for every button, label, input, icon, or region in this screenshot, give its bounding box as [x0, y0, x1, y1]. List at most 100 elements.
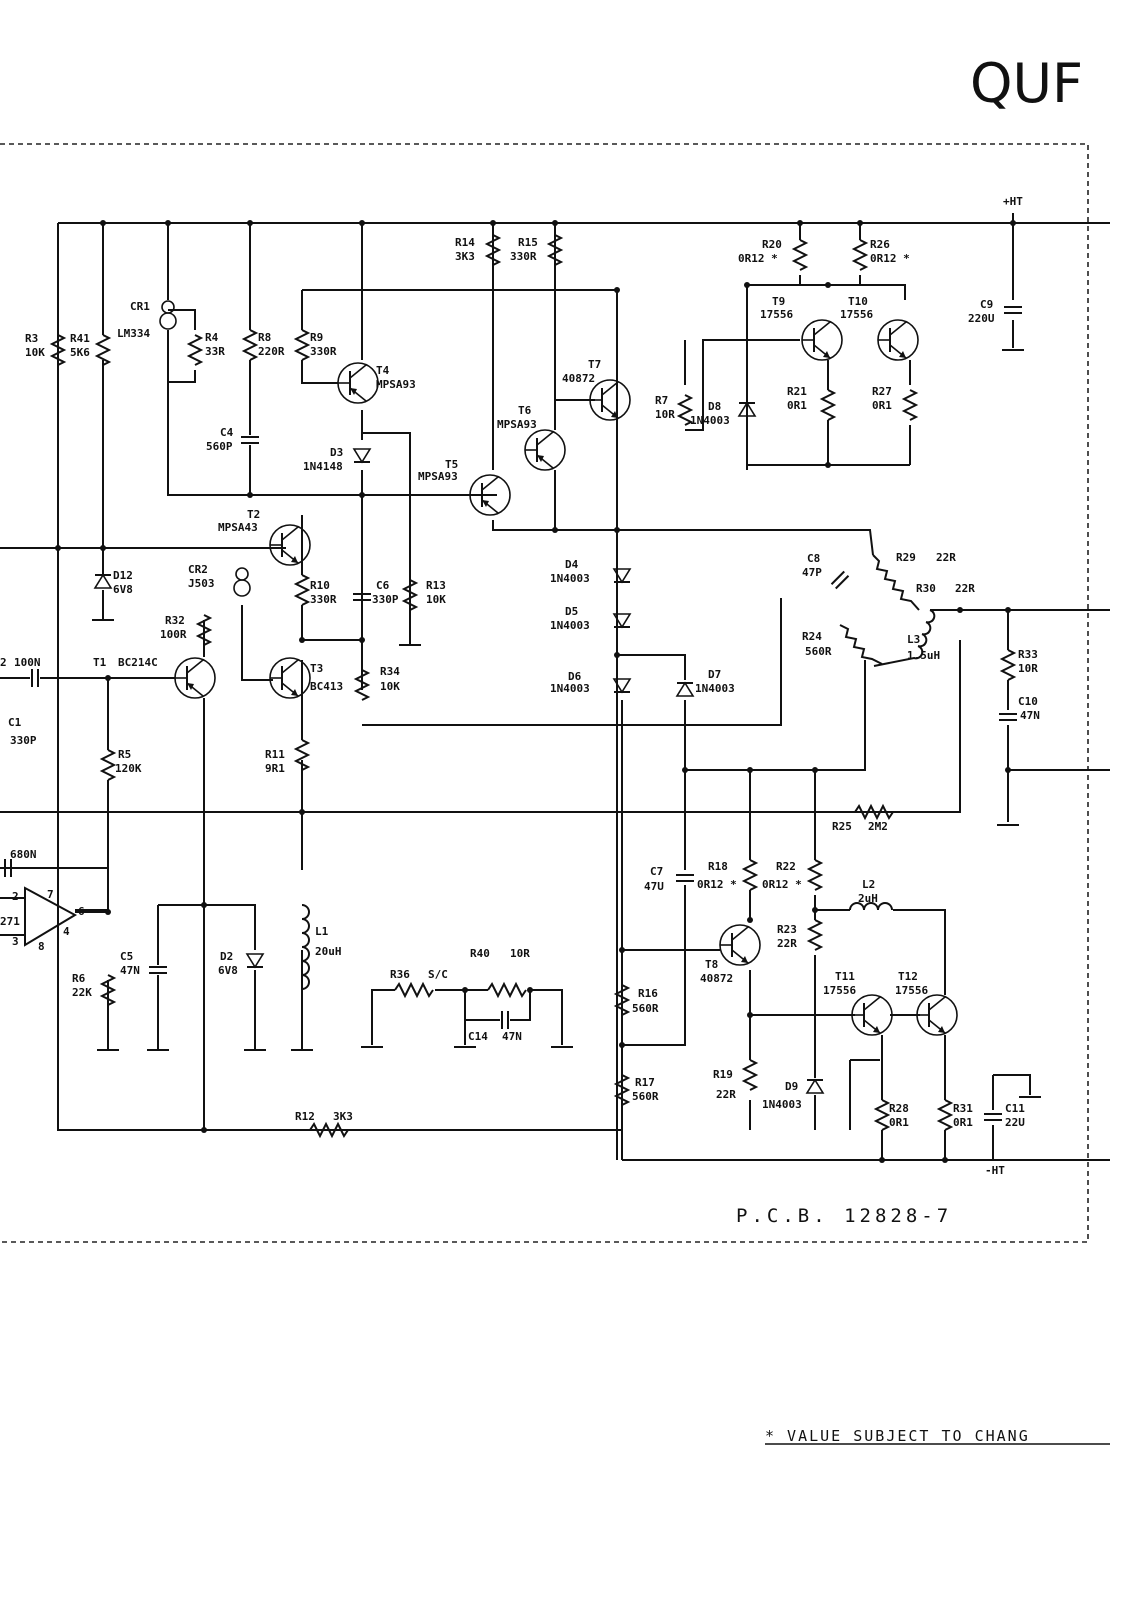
label-c2-ref: 2 [0, 656, 7, 669]
label-c14-value: 47N [502, 1030, 522, 1043]
brand-logo-text: QUF [970, 52, 1083, 115]
label-opamp-pin-6: 6 [78, 905, 85, 918]
label-c10-ref: C10 [1018, 695, 1038, 708]
label-r31-value: 0R1 [953, 1116, 973, 1129]
label-d9-value: 1N4003 [762, 1098, 802, 1111]
driver-output-wiring [492, 223, 1110, 1160]
label-opamp-part: 271 [0, 915, 20, 928]
label-l3-ref: L3 [907, 633, 920, 646]
label-r14-value: 3K3 [455, 250, 475, 263]
label-r15-ref: R15 [518, 236, 538, 249]
label-r17-value: 560R [632, 1090, 659, 1103]
label-r8-value: 220R [258, 345, 285, 358]
label-c9-value: 220U [968, 312, 995, 325]
label-t2-value: MPSA43 [218, 521, 258, 534]
label-r33-ref: R33 [1018, 648, 1038, 661]
label-d5-value: 1N4003 [550, 619, 590, 632]
label-r23-value: 22R [777, 937, 797, 950]
label-c4-value: 560P [206, 440, 233, 453]
label-r22-value: 0R12 * [762, 878, 802, 891]
label-cr2-ref: CR2 [188, 563, 208, 576]
label-d4-ref: D4 [565, 558, 579, 571]
label-r16-ref: R16 [638, 987, 658, 1000]
label-r7-value: 10R [655, 408, 675, 421]
label-t3-value: BC413 [310, 680, 343, 693]
label-t7-ref: T7 [588, 358, 601, 371]
board-outline [0, 143, 1089, 1243]
label-cr2-value: J503 [188, 577, 215, 590]
label-r9-value: 330R [310, 345, 337, 358]
label-r10-ref: R10 [310, 579, 330, 592]
label-c9-ref: C9 [980, 298, 993, 311]
label-t8-value: 40872 [700, 972, 733, 985]
label-r30-value: 22R [955, 582, 975, 595]
label-r5-ref: R5 [118, 748, 131, 761]
label-r28-value: 0R1 [889, 1116, 909, 1129]
label-opamp-pin-4: 4 [63, 925, 70, 938]
label-r3-value: 10K [25, 346, 45, 359]
label-c5-value: 47N [120, 964, 140, 977]
label-cr1-value: LM334 [117, 327, 150, 340]
label-t11-ref: T11 [835, 970, 855, 983]
label-r4-ref: R4 [205, 331, 219, 344]
label-r28-ref: R28 [889, 1102, 909, 1115]
label-t6-value: MPSA93 [497, 418, 537, 431]
label-c1-ref: C1 [8, 716, 22, 729]
label-opamp-pin-7: 7 [47, 888, 54, 901]
label-r29-value: 22R [936, 551, 956, 564]
label-c6-ref: C6 [376, 579, 390, 592]
label-r19-ref: R19 [713, 1068, 733, 1081]
label-c14-ref: C14 [468, 1030, 488, 1043]
label-d8-value: 1N4003 [690, 414, 730, 427]
label-r36-value: S/C [428, 968, 448, 981]
label-c11-ref: C11 [1005, 1102, 1025, 1115]
label-r11-value: 9R1 [265, 762, 285, 775]
label-r32-ref: R32 [165, 614, 185, 627]
label-r29-ref: R29 [896, 551, 916, 564]
label-c2-value: 100N [14, 656, 41, 669]
label-d7-ref: D7 [708, 668, 721, 681]
label-r41-value: 5K6 [70, 346, 90, 359]
label-t10-value: 17556 [840, 308, 873, 321]
label-t5-value: MPSA93 [418, 470, 458, 483]
label-r13-ref: R13 [426, 579, 446, 592]
label-r11-ref: R11 [265, 748, 285, 761]
label-r7-ref: R7 [655, 394, 668, 407]
label-t9-value: 17556 [760, 308, 793, 321]
label-t2-ref: T2 [247, 508, 260, 521]
label-t9-ref: T9 [772, 295, 785, 308]
label-c1-value: 330P [10, 734, 37, 747]
label-opamp-pin-3: 3 [12, 935, 19, 948]
label-r9-ref: R9 [310, 331, 323, 344]
label-r25-value: 2M2 [868, 820, 888, 833]
label-r12-ref: R12 [295, 1110, 315, 1123]
label-c10-value: 47N [1020, 709, 1040, 722]
transistor-symbols [174, 319, 958, 1036]
label-l3-value: 1.5uH [907, 649, 940, 662]
label-l2-ref: L2 [862, 878, 875, 891]
label-t7-value: 40872 [562, 372, 595, 385]
label-t10-ref: T10 [848, 295, 868, 308]
label-c6-value: 330P [372, 593, 399, 606]
label-l1-ref: L1 [315, 925, 329, 938]
label-t8-ref: T8 [705, 958, 718, 971]
label-opamp-pin-8: 8 [38, 940, 45, 953]
label-r27-ref: R27 [872, 385, 892, 398]
label-r23-ref: R23 [777, 923, 797, 936]
label-c8-ref: C8 [807, 552, 820, 565]
label-r41-ref: R41 [70, 332, 90, 345]
opamp-symbol [0, 886, 108, 947]
negative-rail-label: -HT [985, 1164, 1005, 1177]
label-d6-ref: D6 [568, 670, 582, 683]
rail-wires: +HT -HT [57, 195, 1110, 1177]
label-c7-value: 47U [644, 880, 664, 893]
label-t12-value: 17556 [895, 984, 928, 997]
label-r16-value: 560R [632, 1002, 659, 1015]
label-r18-ref: R18 [708, 860, 728, 873]
label-t4-ref: T4 [376, 364, 390, 377]
resistor-zigzags [49, 234, 1017, 1139]
label-r8-ref: R8 [258, 331, 271, 344]
label-t11-value: 17556 [823, 984, 856, 997]
label-r24-ref: R24 [802, 630, 822, 643]
